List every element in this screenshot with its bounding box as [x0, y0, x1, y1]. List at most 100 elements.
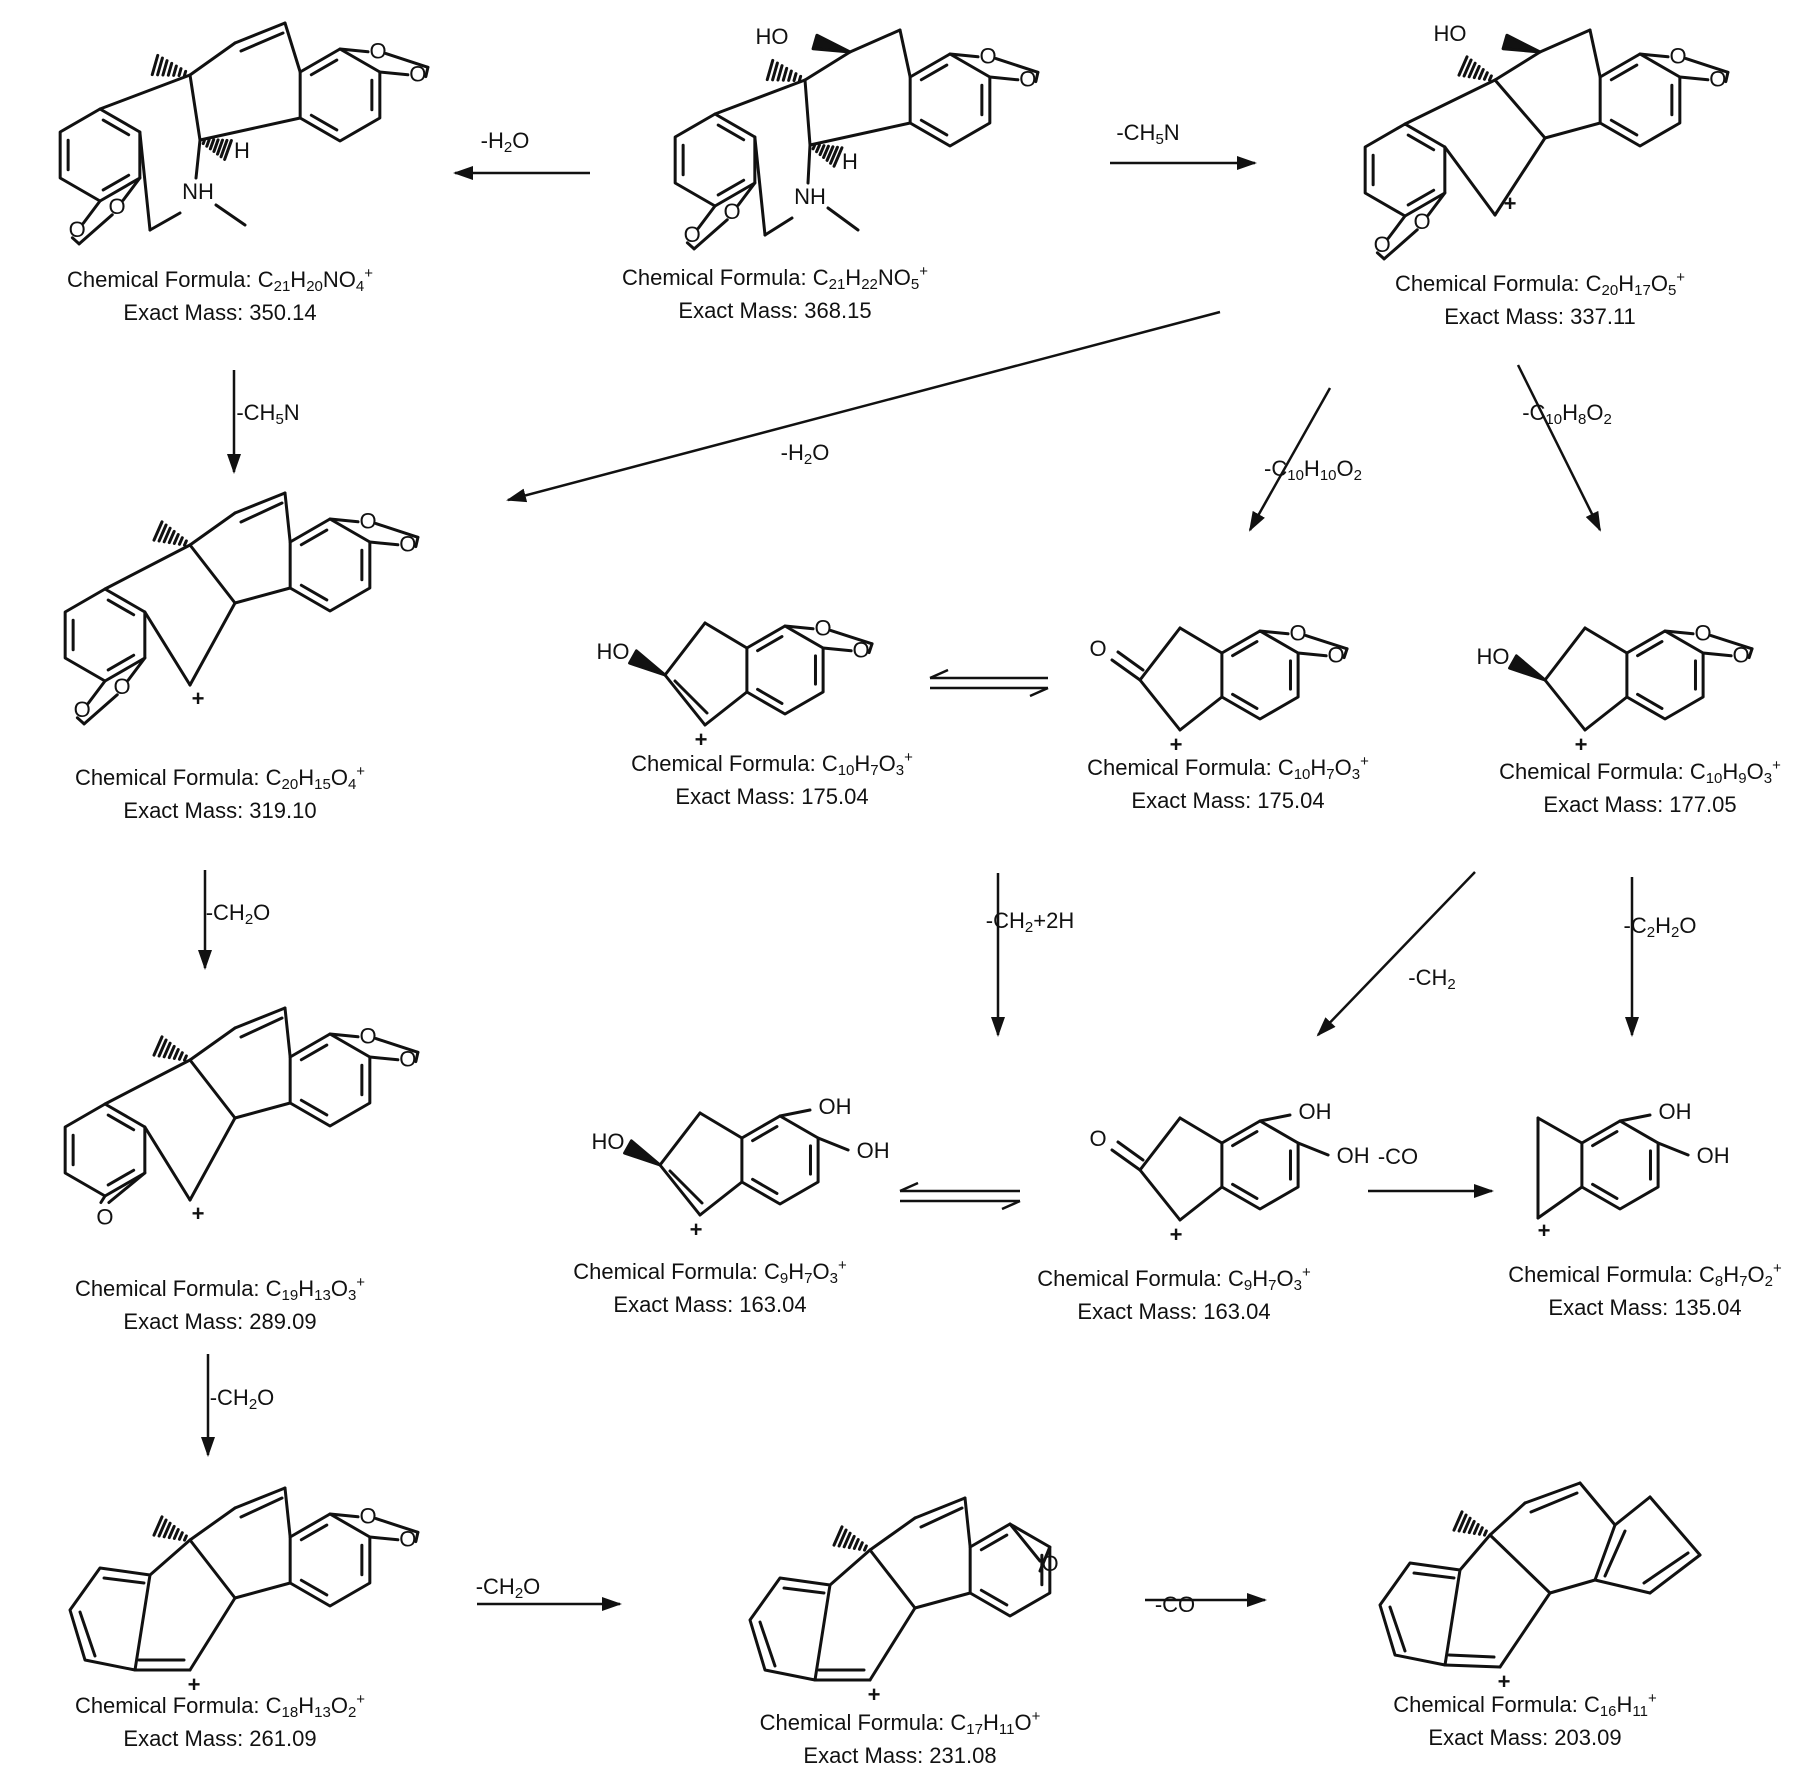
- hashed-bond: [818, 144, 826, 157]
- hashed-bond: [167, 1524, 176, 1540]
- dioxole-oxygen: O: [1019, 67, 1036, 92]
- chemical-formula-caption: Chemical Formula: C20H15O4+: [75, 763, 365, 793]
- cation-charge: +: [1538, 1218, 1551, 1243]
- hashed-bond: [150, 53, 160, 77]
- hashed-bond: [1462, 1516, 1472, 1534]
- aromatic-ring: [288, 517, 372, 613]
- carbonyl-oxygen: O: [1089, 1126, 1106, 1151]
- aromatic-ring: [1220, 629, 1300, 721]
- hashed-bond: [829, 145, 839, 165]
- dioxole-oxygen: O: [108, 194, 125, 219]
- cation-charge: +: [1504, 191, 1517, 216]
- hashed-bond: [177, 1531, 184, 1541]
- dioxole-oxygen: O: [399, 1047, 416, 1072]
- arrow-label: -CH5N: [236, 400, 299, 428]
- wedge-bond: [1508, 654, 1547, 682]
- cation-charge: +: [1170, 1222, 1183, 1247]
- chemical-formula-caption: Chemical Formula: C9H7O3+: [1037, 1264, 1311, 1294]
- hashed-bond: [205, 137, 211, 148]
- dioxole-oxygen: O: [69, 217, 86, 242]
- exact-mass-caption: Exact Mass: 368.15: [678, 298, 871, 323]
- wedge-bond: [628, 649, 667, 677]
- hydroxyl-label: HO: [756, 24, 789, 49]
- aromatic-ring: [968, 1522, 1052, 1618]
- hashed-bond: [1472, 64, 1481, 80]
- dioxole-oxygen: O: [359, 1024, 376, 1049]
- wedge-bond: [811, 33, 852, 54]
- hashed-bond: [183, 539, 188, 547]
- epoxide-oxygen: O: [96, 1204, 113, 1229]
- hashed-bond: [787, 69, 793, 82]
- dioxole-oxygen: O: [853, 638, 870, 663]
- hashed-bond: [1452, 1510, 1464, 1532]
- arrow-label: -CH2: [1408, 965, 1455, 993]
- hashed-bond: [157, 1518, 168, 1538]
- hashed-bond: [212, 138, 220, 153]
- hydroxyl-label: OH: [1299, 1099, 1332, 1124]
- arrow-label: -CO: [1155, 1592, 1195, 1617]
- hashed-bond: [219, 138, 229, 159]
- cation-charge: +: [1498, 1669, 1511, 1694]
- hashed-bond: [852, 1538, 860, 1550]
- chemical-formula-caption: Chemical Formula: C10H7O3+: [631, 749, 913, 779]
- dioxole-oxygen: O: [1289, 621, 1306, 646]
- hashed-bond: [166, 61, 174, 77]
- equilibrium-arrow: [929, 668, 1049, 698]
- aromatic-ring: [1598, 52, 1682, 148]
- exact-mass-caption: Exact Mass: 177.05: [1543, 792, 1736, 817]
- hashed-bond: [183, 1534, 188, 1542]
- dioxole-oxygen: O: [399, 532, 416, 557]
- hashed-bond: [157, 1038, 168, 1058]
- exact-mass-caption: Exact Mass: 163.04: [613, 1292, 806, 1317]
- hashed-bond: [1477, 1526, 1484, 1536]
- hashed-bond: [1462, 58, 1473, 78]
- aromatic-ring: [908, 52, 992, 148]
- exact-mass-caption: Exact Mass: 163.04: [1077, 1299, 1270, 1324]
- hashed-bond: [822, 144, 830, 160]
- reaction-arrow: [1316, 871, 1476, 1037]
- aromatic-ring: [288, 1512, 372, 1608]
- arrow-label: -CH2O: [206, 900, 271, 928]
- reaction-arrow: [1516, 364, 1602, 532]
- exact-mass-caption: Exact Mass: 289.09: [123, 1309, 316, 1334]
- aromatic-ring: [58, 107, 142, 203]
- dioxole-oxygen: O: [814, 616, 831, 641]
- hashed-bond: [201, 137, 207, 146]
- arrow-label: -CH2+2H: [986, 908, 1074, 936]
- exact-mass-caption: Exact Mass: 135.04: [1548, 1295, 1741, 1320]
- aromatic-ring: [740, 1114, 820, 1206]
- hashed-bond: [842, 1531, 852, 1549]
- dioxole-oxygen: O: [1413, 209, 1430, 234]
- wedge-bond: [623, 1139, 662, 1167]
- chemical-formula-caption: Chemical Formula: C19H13O3+: [75, 1274, 365, 1304]
- exact-mass-caption: Exact Mass: 231.08: [803, 1743, 996, 1768]
- dioxole-oxygen: O: [359, 1504, 376, 1529]
- hashed-bond: [1482, 71, 1489, 81]
- cation-charge: +: [868, 1682, 881, 1707]
- hashed-bond: [152, 520, 164, 542]
- dioxole-oxygen: O: [113, 674, 130, 699]
- hashed-bond: [182, 69, 188, 78]
- chemical-formula-caption: Chemical Formula: C17H11O+: [760, 1708, 1041, 1738]
- cation-charge: +: [1170, 732, 1183, 757]
- hydroxyl-label: HO: [1434, 21, 1467, 46]
- dioxole-oxygen: O: [359, 509, 376, 534]
- hashed-bond: [216, 138, 224, 156]
- hashed-bond: [1483, 1529, 1488, 1537]
- chemical-formula-caption: Chemical Formula: C16H11+: [1393, 1690, 1657, 1720]
- hashed-bond: [162, 526, 172, 544]
- dioxole-oxygen: O: [1669, 44, 1686, 69]
- hydroxyl-label: HO: [597, 639, 630, 664]
- hashed-bond: [863, 1544, 868, 1552]
- hydroxyl-label: OH: [1659, 1099, 1692, 1124]
- arrow-label: -C10H8O2: [1522, 400, 1612, 428]
- hashed-bond: [837, 1528, 848, 1548]
- cation-charge: +: [188, 1672, 201, 1697]
- carbonyl-oxygen: O: [1089, 636, 1106, 661]
- exact-mass-caption: Exact Mass: 261.09: [123, 1726, 316, 1751]
- aromatic-ring: [63, 587, 147, 683]
- chemical-formula-caption: Chemical Formula: C18H13O2+: [75, 1691, 365, 1721]
- ammonium-label: NH: [182, 179, 214, 204]
- dioxole-oxygen: O: [1694, 621, 1711, 646]
